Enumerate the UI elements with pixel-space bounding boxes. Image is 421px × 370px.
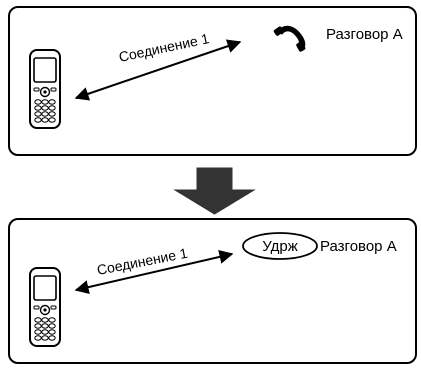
connection-label: Соединение 1 [96,245,189,278]
mobile-phone-icon [29,267,61,347]
connection-arrow [74,250,234,294]
hold-badge: Удрж [262,238,298,255]
connection-arrow [74,39,242,101]
mobile-phone-icon [29,49,61,129]
call-label: Разговор А [320,238,397,255]
hold-badge-outline [242,232,318,260]
down-arrow-icon [173,167,256,215]
call-label: Разговор А [326,26,403,43]
connection-label: Соединение 1 [117,30,210,65]
handset-icon [273,25,306,52]
